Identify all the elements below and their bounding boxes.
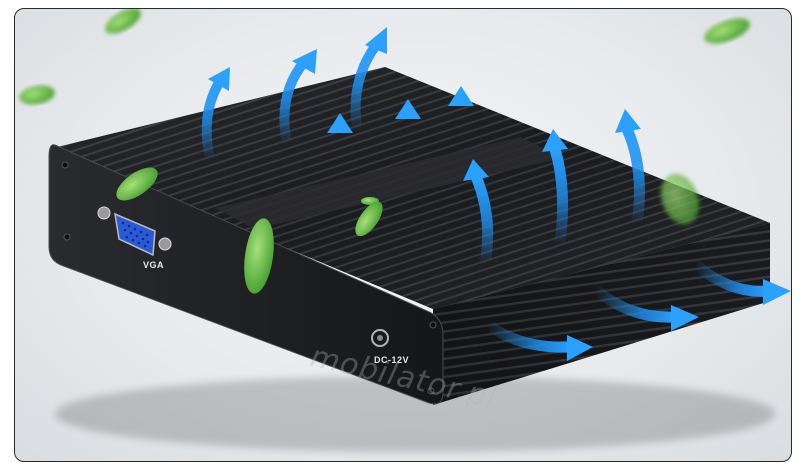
vga-port [97, 206, 172, 257]
decorative-leaves [19, 9, 750, 294]
product-illustration [19, 9, 791, 452]
vga-port-label: VGA [143, 260, 165, 270]
product-photo-frame: VGA DC-12V mobilator.pl [14, 8, 792, 462]
screw-icon [63, 233, 71, 241]
dc-power-label: DC-12V [374, 355, 410, 365]
dc-power-jack [371, 329, 389, 347]
screw-icon [427, 387, 435, 395]
airflow-arrows-side [481, 258, 791, 361]
airflow-arrows-up [201, 27, 645, 270]
screw-icon [429, 321, 437, 329]
heatsink-center-band [215, 137, 563, 229]
floor-shadow [55, 376, 775, 452]
screw-icon [61, 161, 69, 169]
